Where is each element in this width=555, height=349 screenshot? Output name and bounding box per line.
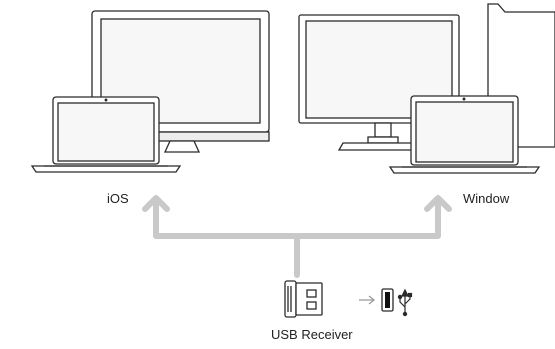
usb-port-icon — [381, 288, 394, 312]
desktop-monitor-tower-icon — [298, 3, 555, 151]
laptop-icon-right — [388, 95, 541, 174]
label-usb-receiver: USB Receiver — [271, 327, 353, 342]
label-window: Window — [463, 191, 510, 206]
arrowhead-right — [424, 195, 452, 212]
usb-receiver-icon — [284, 280, 323, 318]
label-ios: iOS — [107, 191, 129, 206]
connector-left-arm — [153, 197, 441, 239]
usb-symbol-icon — [397, 288, 413, 317]
arrowhead-left — [142, 195, 170, 212]
connection-tree — [142, 195, 452, 278]
laptop-icon — [30, 96, 182, 173]
arrow-right-icon — [359, 295, 376, 305]
